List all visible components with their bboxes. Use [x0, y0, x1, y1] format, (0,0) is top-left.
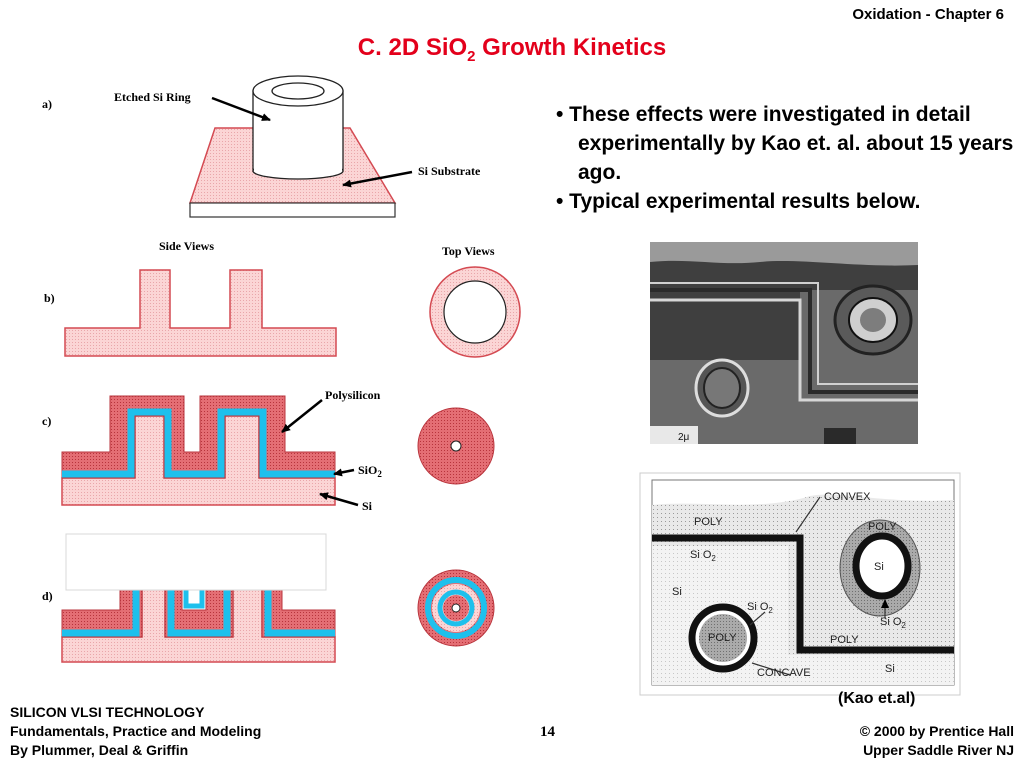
label-c: c) [42, 414, 51, 428]
oxide-d [62, 585, 335, 637]
si-ring-right-label: Si [874, 561, 884, 573]
oxidation-schematic: CONVEX POLY Si O2 Si POLY Si Si O2 POLY … [639, 472, 961, 696]
bullet-1: • These effects were investigated in det… [556, 103, 1014, 184]
oxidation-diagram: a) Etched Si Ring Si Substrate Side View… [42, 75, 961, 696]
panel-a: a) Etched Si Ring Si Substrate [42, 75, 481, 218]
bullet-list: • These effects were investigated in det… [556, 100, 1016, 216]
poly-c [61, 395, 336, 479]
concave-label: CONCAVE [757, 667, 811, 679]
top-views-label: Top Views [442, 244, 495, 258]
panel-b: Side Views Top Views b) [44, 239, 521, 358]
title-subscript: 2 [467, 47, 476, 65]
poly-ring-right-label: POLY [868, 521, 897, 533]
footer-right-1: © 2000 by Prentice Hall [859, 723, 1014, 739]
footer-line-3: By Plummer, Deal & Griffin [10, 742, 189, 758]
footer-book-info: SILICON VLSI TECHNOLOGY Fundamentals, Pr… [10, 703, 261, 760]
chapter-header: Oxidation - Chapter 6 [852, 6, 1004, 23]
sio2-right-label: Si O2 [880, 616, 906, 630]
footer-publisher: © 2000 by Prentice Hall Upper Saddle Riv… [860, 722, 1014, 760]
title-rest: Growth Kinetics [475, 34, 667, 61]
top-view-c-hole [450, 440, 462, 452]
si-label: Si [362, 499, 373, 513]
ring-hole [271, 82, 325, 100]
etched-si-ring-label: Etched Si Ring [114, 90, 191, 104]
poly-bottom-right-label: POLY [830, 634, 859, 646]
side-views-label: Side Views [159, 239, 214, 253]
label-d: d) [42, 589, 53, 603]
poly-d [61, 584, 336, 638]
label-b: b) [44, 291, 55, 305]
slide-title: C. 2D SiO2 Growth Kinetics [0, 34, 1024, 65]
poly-top-left-label: POLY [694, 516, 723, 528]
footer-line-1: SILICON VLSI TECHNOLOGY [10, 704, 205, 720]
sio2-left-label: Si O2 [690, 549, 716, 563]
scale-bar-label: 2μ [678, 432, 690, 443]
sio2-label: SiO2 [358, 463, 382, 479]
convex-label: CONVEX [824, 491, 871, 503]
substrate-base [189, 202, 396, 218]
si-left-label: Si [672, 586, 682, 598]
image-credit: (Kao et.al) [838, 690, 916, 707]
footer-line-2: Fundamentals, Practice and Modeling [10, 723, 262, 739]
blank-overlay [65, 533, 327, 591]
side-view-b [64, 269, 337, 357]
sem-micrograph: 2μ [640, 231, 960, 458]
bullet-2: • Typical experimental results below. [556, 190, 921, 213]
title-main: C. 2D SiO [357, 34, 468, 61]
si-substrate-label: Si Substrate [418, 164, 481, 178]
oxide-c [62, 408, 335, 478]
footer-right-2: Upper Saddle River NJ [863, 742, 1014, 758]
poly-ring-left-label: POLY [708, 632, 737, 644]
sio2-mid-label: Si O2 [747, 601, 773, 615]
label-a: a) [42, 97, 52, 111]
top-view-d-hole [451, 603, 461, 613]
polysilicon-label: Polysilicon [325, 388, 381, 402]
page-number: 14 [540, 724, 555, 740]
top-view-b-inner [443, 280, 507, 344]
panel-c: c) Polysilicon SiO2 Si [42, 388, 495, 513]
panel-d: d) [42, 533, 495, 663]
si-bottom-right-label: Si [885, 663, 895, 675]
